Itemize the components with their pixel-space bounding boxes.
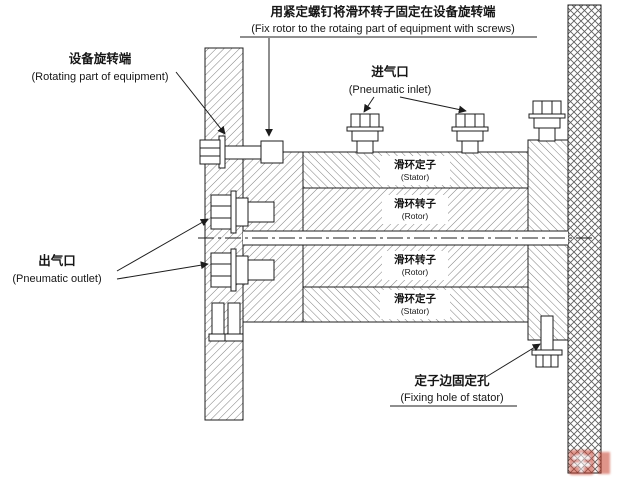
rotating-part-leader bbox=[175, 71, 226, 135]
outlet-leader-top bbox=[116, 218, 209, 272]
rotating-plate bbox=[204, 47, 244, 421]
rotor-top-label-en: (Rotor) bbox=[402, 211, 429, 221]
set-screw bbox=[199, 135, 284, 169]
pneumatic-inlet-en: (Pneumatic inlet) bbox=[349, 84, 432, 96]
annotation-rotating-part: 设备旋转端 (Rotating part of equipment) bbox=[32, 51, 226, 135]
fixing-hole-cn: 定子边固定孔 bbox=[413, 373, 490, 388]
top-note-cn: 用紧定螺钉将滑环转子固定在设备旋转端 bbox=[269, 4, 496, 19]
rotor-bottom-label-en: (Rotor) bbox=[402, 267, 429, 277]
label-stator-top: 滑环定子 (Stator) bbox=[380, 156, 450, 185]
outlet-leader-bottom bbox=[116, 261, 209, 280]
fixing-hole-en: (Fixing hole of stator) bbox=[400, 392, 503, 404]
annotation-pneumatic-outlet: 出气口 (Pneumatic outlet) bbox=[12, 218, 209, 285]
label-stator-bottom: 滑环定子 (Stator) bbox=[380, 290, 450, 319]
rotating-part-en: (Rotating part of equipment) bbox=[32, 71, 169, 83]
fixed-wall bbox=[567, 4, 602, 474]
pneumatic-outlet-cn: 出气口 bbox=[38, 253, 76, 268]
plate-bottom-screws bbox=[208, 302, 244, 342]
label-rotor-bottom: 滑环转子 (Rotor) bbox=[382, 251, 448, 280]
stator-top-label-en: (Stator) bbox=[401, 172, 430, 182]
stator-bottom-label-cn: 滑环定子 bbox=[394, 292, 436, 305]
rotor-top-label-cn: 滑环转子 bbox=[394, 197, 436, 210]
annotation-pneumatic-inlet: 进气口 (Pneumatic inlet) bbox=[349, 64, 467, 114]
inlet-leader-right bbox=[399, 96, 467, 114]
flange-top-bolt bbox=[528, 100, 566, 142]
watermark bbox=[569, 450, 610, 475]
stator-bottom-label-en: (Stator) bbox=[401, 306, 430, 316]
center-bore bbox=[243, 230, 568, 246]
rotating-part-cn: 设备旋转端 bbox=[69, 51, 132, 66]
pneumatic-inlet-cn: 进气口 bbox=[371, 64, 409, 79]
annotation-top-note: 用紧定螺钉将滑环转子固定在设备旋转端 (Fix rotor to the rot… bbox=[240, 4, 537, 137]
inlet-fitting-right bbox=[451, 113, 489, 154]
fixing-hole-leader bbox=[485, 343, 541, 378]
outlet-fitting-bottom bbox=[210, 248, 275, 292]
pneumatic-outlet-en: (Pneumatic outlet) bbox=[12, 273, 101, 285]
outlet-fitting-top bbox=[210, 190, 275, 234]
rotor-bottom-label-cn: 滑环转子 bbox=[394, 253, 436, 266]
label-rotor-top: 滑环转子 (Rotor) bbox=[382, 195, 448, 224]
stator-fixing-bolt bbox=[531, 315, 563, 368]
inlet-fitting-left bbox=[346, 113, 384, 154]
stator-top-label-cn: 滑环定子 bbox=[394, 158, 436, 171]
inlet-leader-left bbox=[363, 96, 375, 113]
top-note-en: (Fix rotor to the rotaing part of equipm… bbox=[251, 23, 515, 35]
annotation-fixing-hole: 定子边固定孔 (Fixing hole of stator) bbox=[390, 343, 541, 407]
